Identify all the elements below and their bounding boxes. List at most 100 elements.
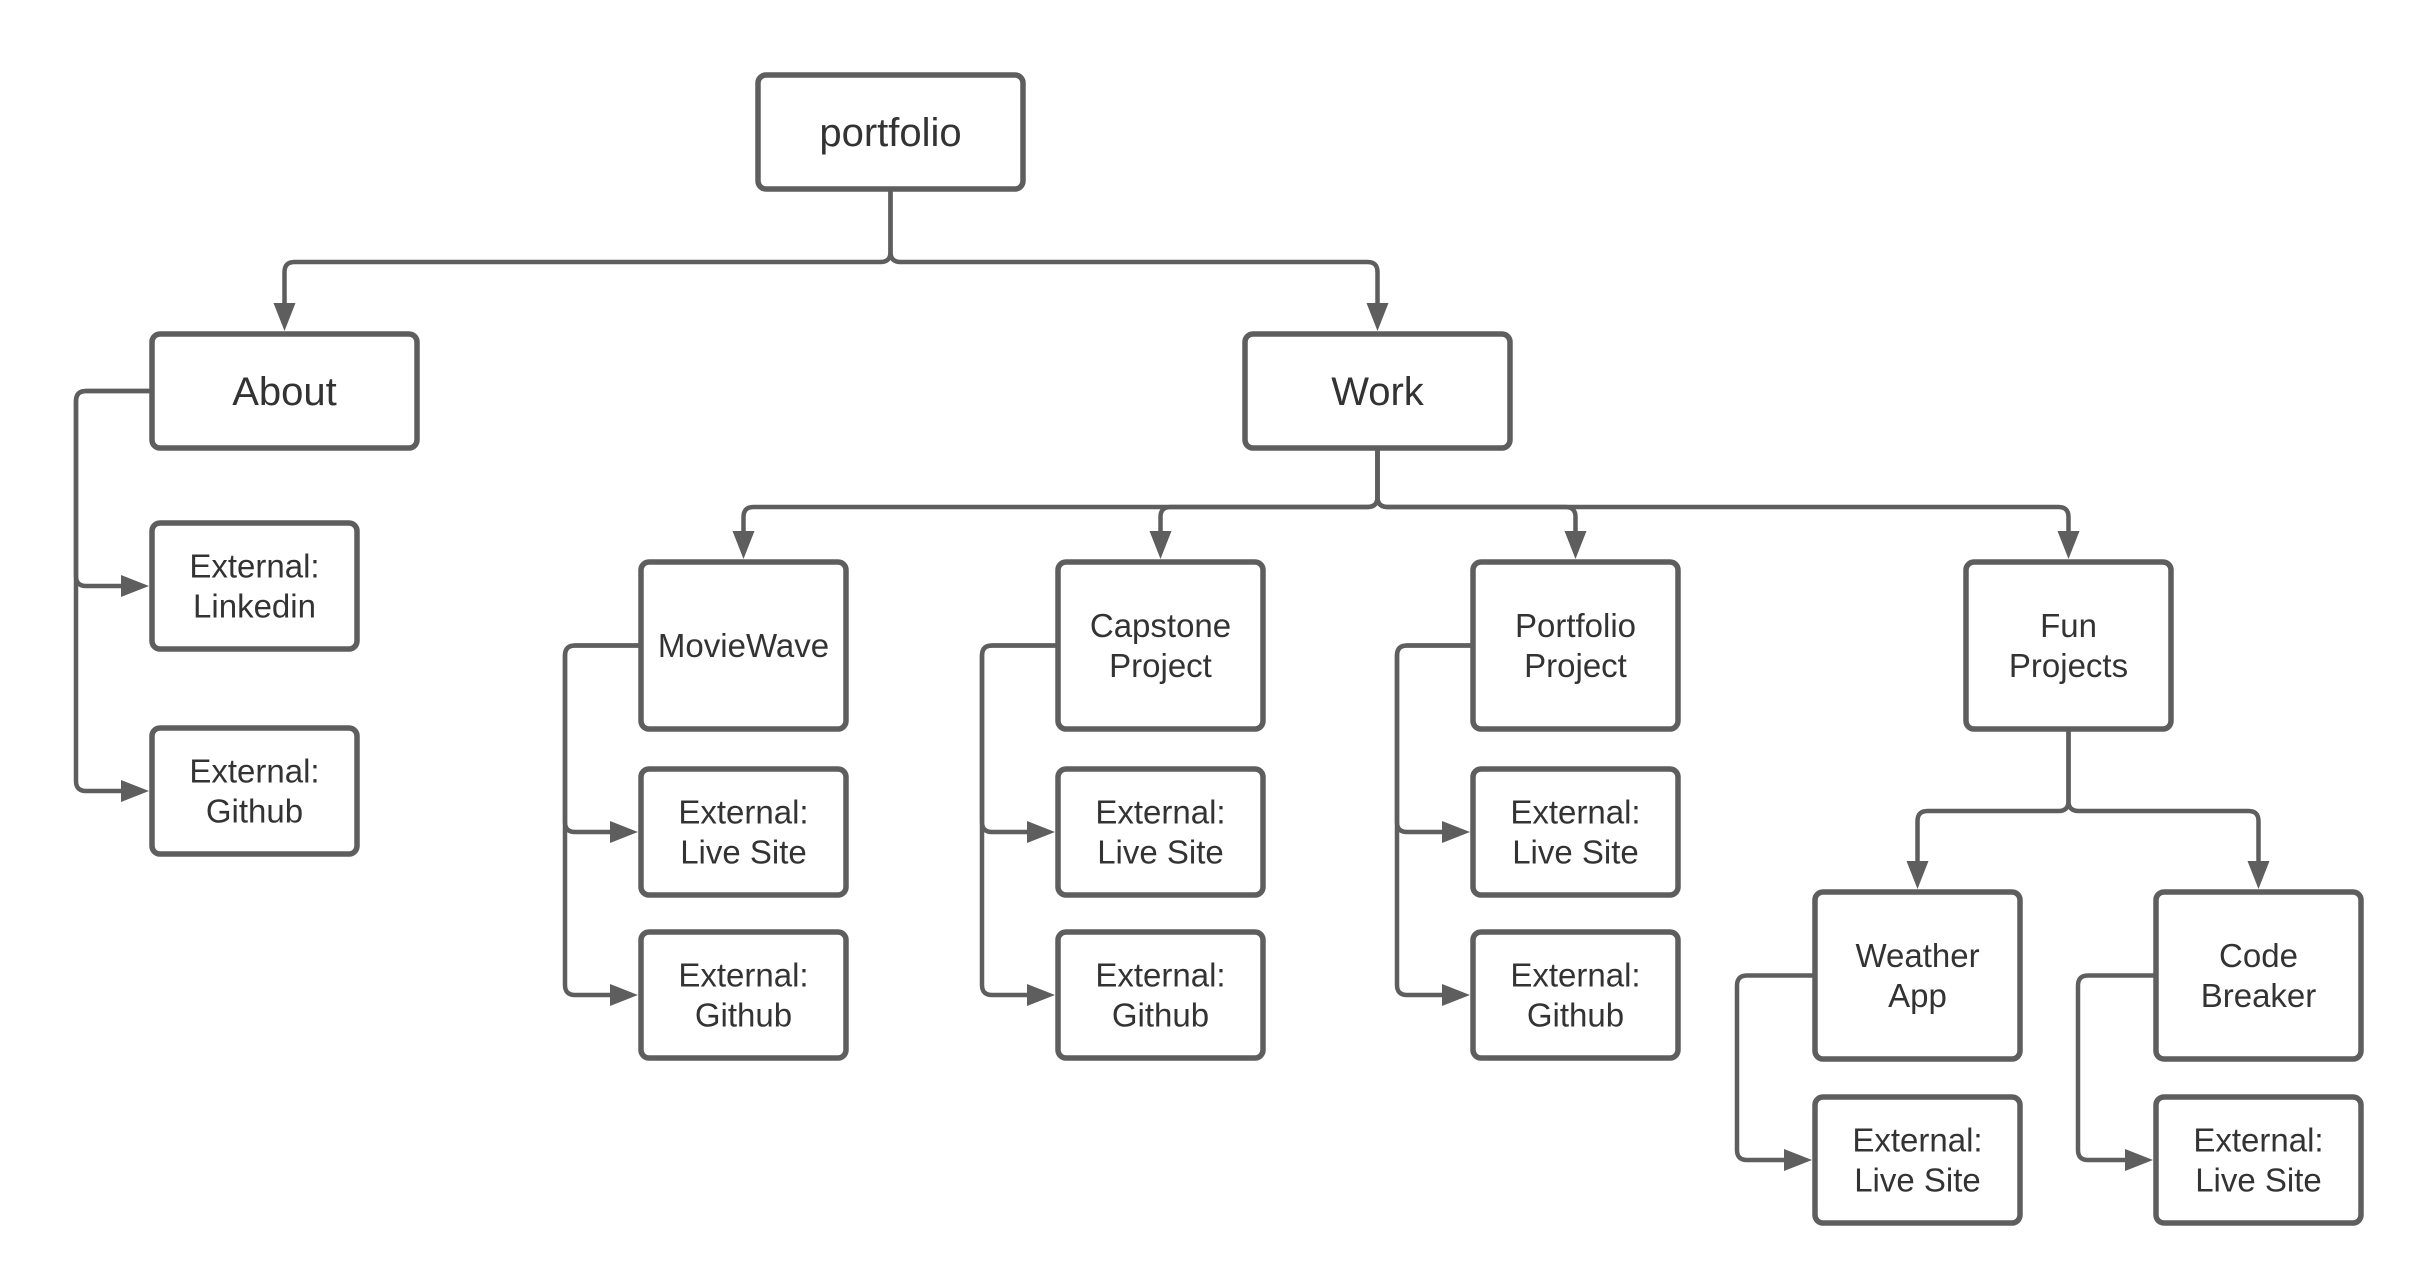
node-box <box>1055 559 1266 732</box>
connector-work-to-portfolio_project <box>1375 448 1578 533</box>
node-box <box>2153 889 2364 1062</box>
node-box <box>638 929 849 1061</box>
node-label-line: Fun <box>2040 607 2097 644</box>
connector-moviewave-to-moviewave_live <box>562 643 641 835</box>
arrowhead-portfolio_project <box>1564 531 1587 559</box>
node-label-line: Live Site <box>1512 834 1639 871</box>
arrowhead-moviewave_live <box>610 821 638 843</box>
connector-portfolio-to-work <box>888 189 1380 305</box>
connector-work-to-moviewave <box>741 448 1380 533</box>
connector-capstone-to-capstone_github <box>979 643 1058 998</box>
node-label-line: External: <box>1095 956 1225 993</box>
arrowhead-fun_projects <box>2057 531 2080 559</box>
connector-fun_projects-to-weather_app <box>1915 729 2071 863</box>
node-label-line: External: <box>678 793 808 830</box>
connector-portfolio_project-to-portfolio_project_github <box>1394 643 1473 998</box>
node-label-line: portfolio <box>819 111 961 155</box>
node-box <box>1812 889 2023 1062</box>
node-about-linkedin: External:Linkedin <box>149 520 360 652</box>
node-label-line: External: <box>189 752 319 789</box>
connector-portfolio_project-to-portfolio_project_live <box>1394 643 1473 835</box>
node-label-line: External: <box>1510 793 1640 830</box>
node-label-line: Github <box>695 997 792 1034</box>
arrowhead-about <box>273 303 296 331</box>
node-about-github: External: Github <box>149 725 360 857</box>
node-portfolio-project-live: External: Live Site <box>1470 766 1681 898</box>
node-work: Work <box>1242 331 1513 451</box>
node-label-line: Portfolio <box>1515 607 1636 644</box>
node-box <box>638 559 849 732</box>
connector-fun_projects-to-code_breaker <box>2066 729 2261 863</box>
node-label-line: Projects <box>2009 647 2128 684</box>
node-weather-app-live: External: Live Site <box>1812 1094 2023 1226</box>
node-capstone-live: External: Live Site <box>1055 766 1266 898</box>
node-portfolio: portfolio <box>755 72 1026 192</box>
arrowhead-moviewave_github <box>610 984 638 1006</box>
arrowhead-portfolio_project_github <box>1442 984 1470 1006</box>
node-label-line: About <box>232 370 337 414</box>
connector-code_breaker-to-code_breaker_live <box>2075 973 2156 1163</box>
node-moviewave: MovieWave <box>638 559 849 732</box>
node-box <box>1242 331 1513 451</box>
connector-moviewave-to-moviewave_github <box>562 643 641 998</box>
node-label-line: App <box>1888 977 1947 1014</box>
node-moviewave-github: External: Github <box>638 929 849 1061</box>
connector-portfolio-to-about <box>282 189 893 305</box>
node-box <box>149 520 360 652</box>
node-code-breaker-live: External: Live Site <box>2153 1094 2364 1226</box>
node-label-line: Github <box>1527 997 1624 1034</box>
node-label-line: External: <box>1510 956 1640 993</box>
node-box <box>1963 559 2174 732</box>
node-label-line: External: <box>1095 793 1225 830</box>
arrowhead-capstone_live <box>1027 821 1055 843</box>
node-label-line: Project <box>1524 647 1627 684</box>
node-label-line: Live Site <box>1097 834 1224 871</box>
node-label-line: Github <box>206 793 303 830</box>
node-label-line: Github <box>1112 997 1209 1034</box>
node-box <box>1470 929 1681 1061</box>
arrowhead-code_breaker_live <box>2125 1149 2153 1171</box>
node-label-line: Live Site <box>2195 1162 2322 1199</box>
arrowhead-code_breaker <box>2247 861 2270 889</box>
connector-about-to-about_linkedin <box>73 388 152 589</box>
arrowhead-portfolio_project_live <box>1442 821 1470 843</box>
arrowhead-about_linkedin <box>121 575 149 597</box>
node-label-line: External: <box>1852 1121 1982 1158</box>
node-box <box>1470 559 1681 732</box>
arrowhead-about_github <box>121 780 149 802</box>
arrowhead-capstone <box>1149 531 1172 559</box>
node-label-line: External: <box>2193 1121 2323 1158</box>
node-box <box>1812 1094 2023 1226</box>
node-label-line: Code <box>2219 937 2298 974</box>
node-label-line: Linkedin <box>193 588 316 625</box>
arrowhead-weather_app_live <box>1784 1149 1812 1171</box>
node-label-line: Live Site <box>1854 1162 1981 1199</box>
node-box <box>638 766 849 898</box>
node-box <box>149 725 360 857</box>
node-about: About <box>149 331 420 451</box>
node-label-line: Work <box>1331 370 1425 414</box>
node-box <box>2153 1094 2364 1226</box>
connector-capstone-to-capstone_live <box>979 643 1058 835</box>
node-label-line: Project <box>1109 647 1212 684</box>
node-box <box>755 72 1026 192</box>
node-label-line: External: <box>678 956 808 993</box>
node-label-line: Weather <box>1855 937 1979 974</box>
arrowhead-work <box>1366 303 1389 331</box>
node-box <box>1470 766 1681 898</box>
node-label-line: Breaker <box>2201 977 2317 1014</box>
node-label-line: Capstone <box>1090 607 1231 644</box>
node-capstone-github: External: Github <box>1055 929 1266 1061</box>
node-moviewave-live: External: Live Site <box>638 766 849 898</box>
arrowhead-weather_app <box>1906 861 1929 889</box>
connector-about-to-about_github <box>73 388 152 794</box>
node-label-line: Live Site <box>680 834 807 871</box>
arrowhead-moviewave <box>732 531 755 559</box>
connector-weather_app-to-weather_app_live <box>1734 973 1815 1163</box>
